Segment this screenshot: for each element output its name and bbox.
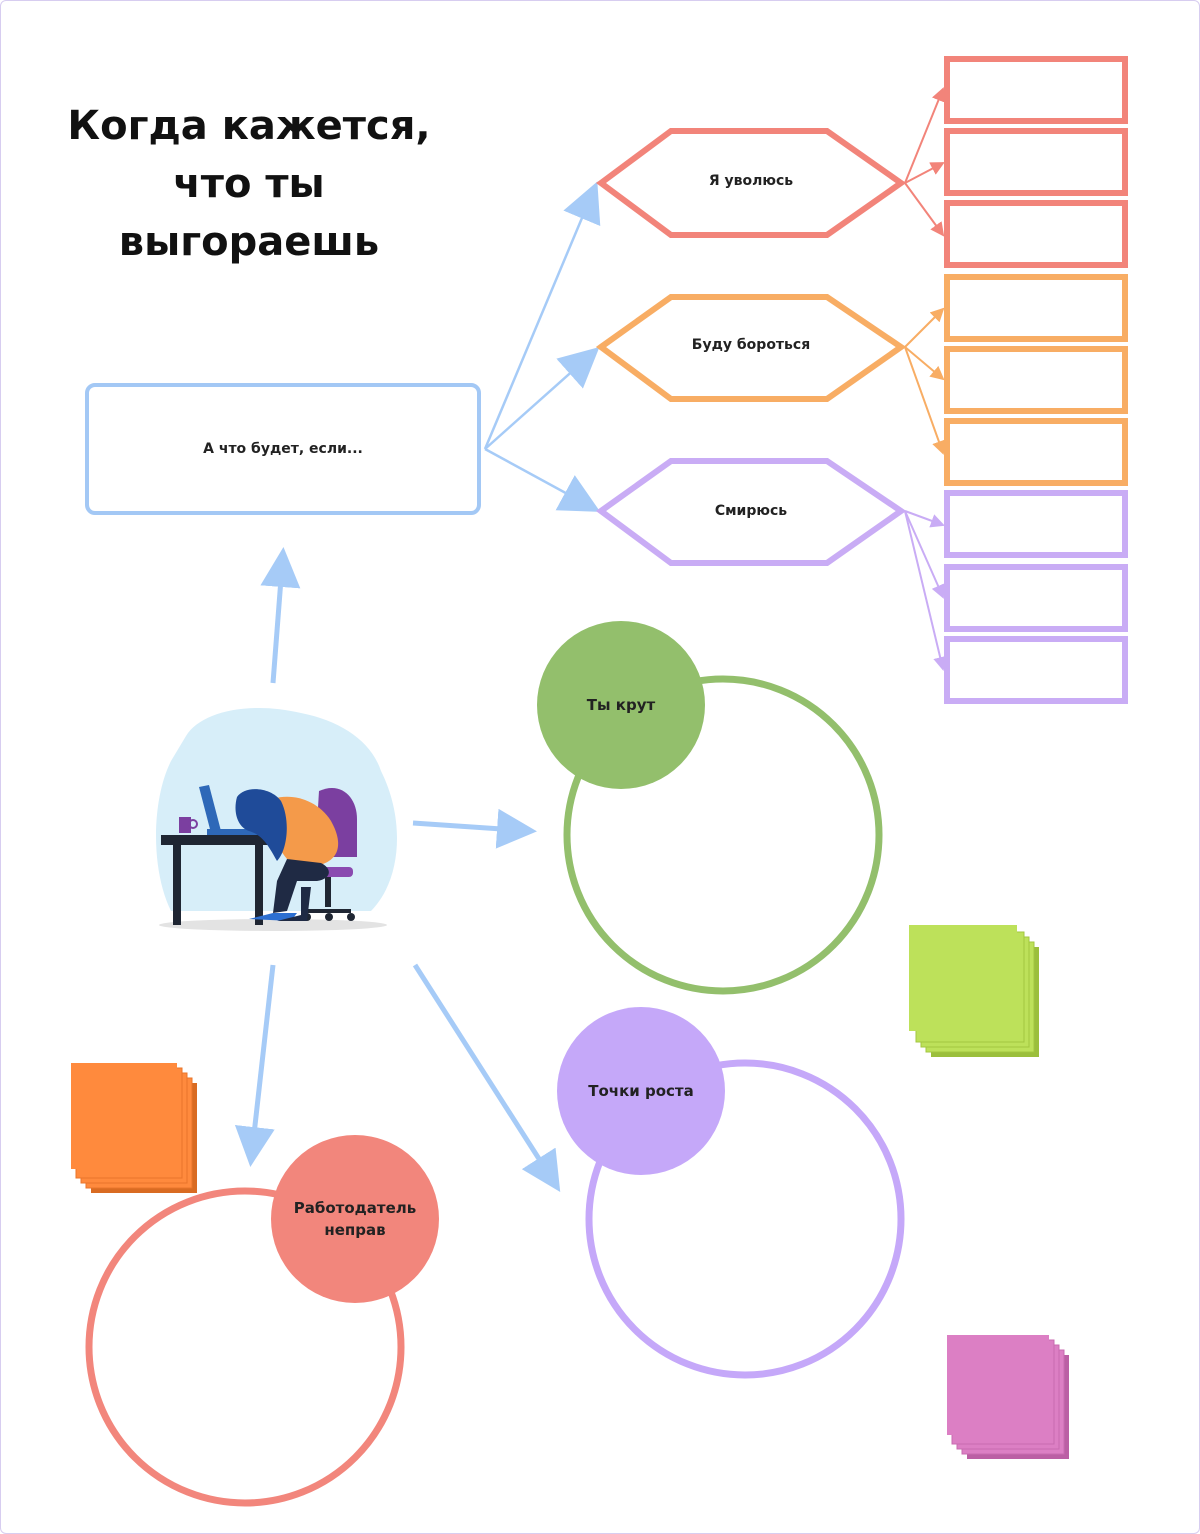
fight-answer-boxes (944, 274, 1128, 486)
fight-branch-arrows (904, 307, 946, 455)
circle-label-cool: Ты крут (586, 696, 656, 714)
answer-box[interactable] (944, 346, 1128, 414)
answer-box[interactable] (944, 128, 1128, 196)
cool-label-circle (537, 621, 705, 789)
arrow-to-fight (484, 347, 600, 450)
answer-box[interactable] (944, 490, 1128, 558)
answer-box[interactable] (944, 418, 1128, 486)
circle-label-employer: Работодатель неправ (293, 1199, 417, 1239)
employer-label-circle (271, 1135, 439, 1303)
root-question-box[interactable]: А что будет, если... (85, 383, 481, 515)
sticky-notes-green-icon[interactable] (909, 925, 1039, 1057)
option-label-fight: Буду бороться (691, 337, 811, 353)
illustration-arrows (234, 547, 561, 1193)
answer-box[interactable] (944, 636, 1128, 704)
answer-box[interactable] (944, 56, 1128, 124)
root-question-label: А что будет, если... (203, 441, 363, 457)
accept-answer-boxes (944, 490, 1128, 704)
growth-label-circle (557, 1007, 725, 1175)
page-title: Когда кажется, что ты выгораешь (67, 103, 431, 265)
quit-answer-boxes (944, 56, 1128, 268)
arrow-to-accept (484, 447, 601, 512)
option-label-accept: Смирюсь (714, 503, 788, 519)
arrow-to-root (260, 547, 301, 684)
arrow-to-quit (483, 181, 601, 450)
sticky-notes-pink-icon[interactable] (947, 1335, 1069, 1459)
answer-box[interactable] (944, 564, 1128, 632)
option-hexagon-accept[interactable] (595, 458, 907, 566)
burnout-person-illustration (156, 707, 398, 931)
arrow-to-growth (412, 963, 561, 1193)
root-to-options-arrows (483, 181, 601, 512)
accept-branch-arrows (904, 510, 947, 671)
answer-box[interactable] (944, 200, 1128, 268)
option-label-quit: Я уволюсь (708, 173, 794, 189)
arrow-to-employer (234, 964, 276, 1167)
answer-box[interactable] (944, 274, 1128, 342)
quit-branch-arrows (904, 87, 945, 237)
option-hexagon-quit[interactable] (595, 128, 907, 238)
sticky-notes-orange-icon[interactable] (71, 1063, 197, 1193)
arrow-to-cool (412, 808, 537, 849)
circle-label-growth: Точки роста (588, 1082, 694, 1100)
option-hexagon-fight[interactable] (595, 294, 907, 402)
